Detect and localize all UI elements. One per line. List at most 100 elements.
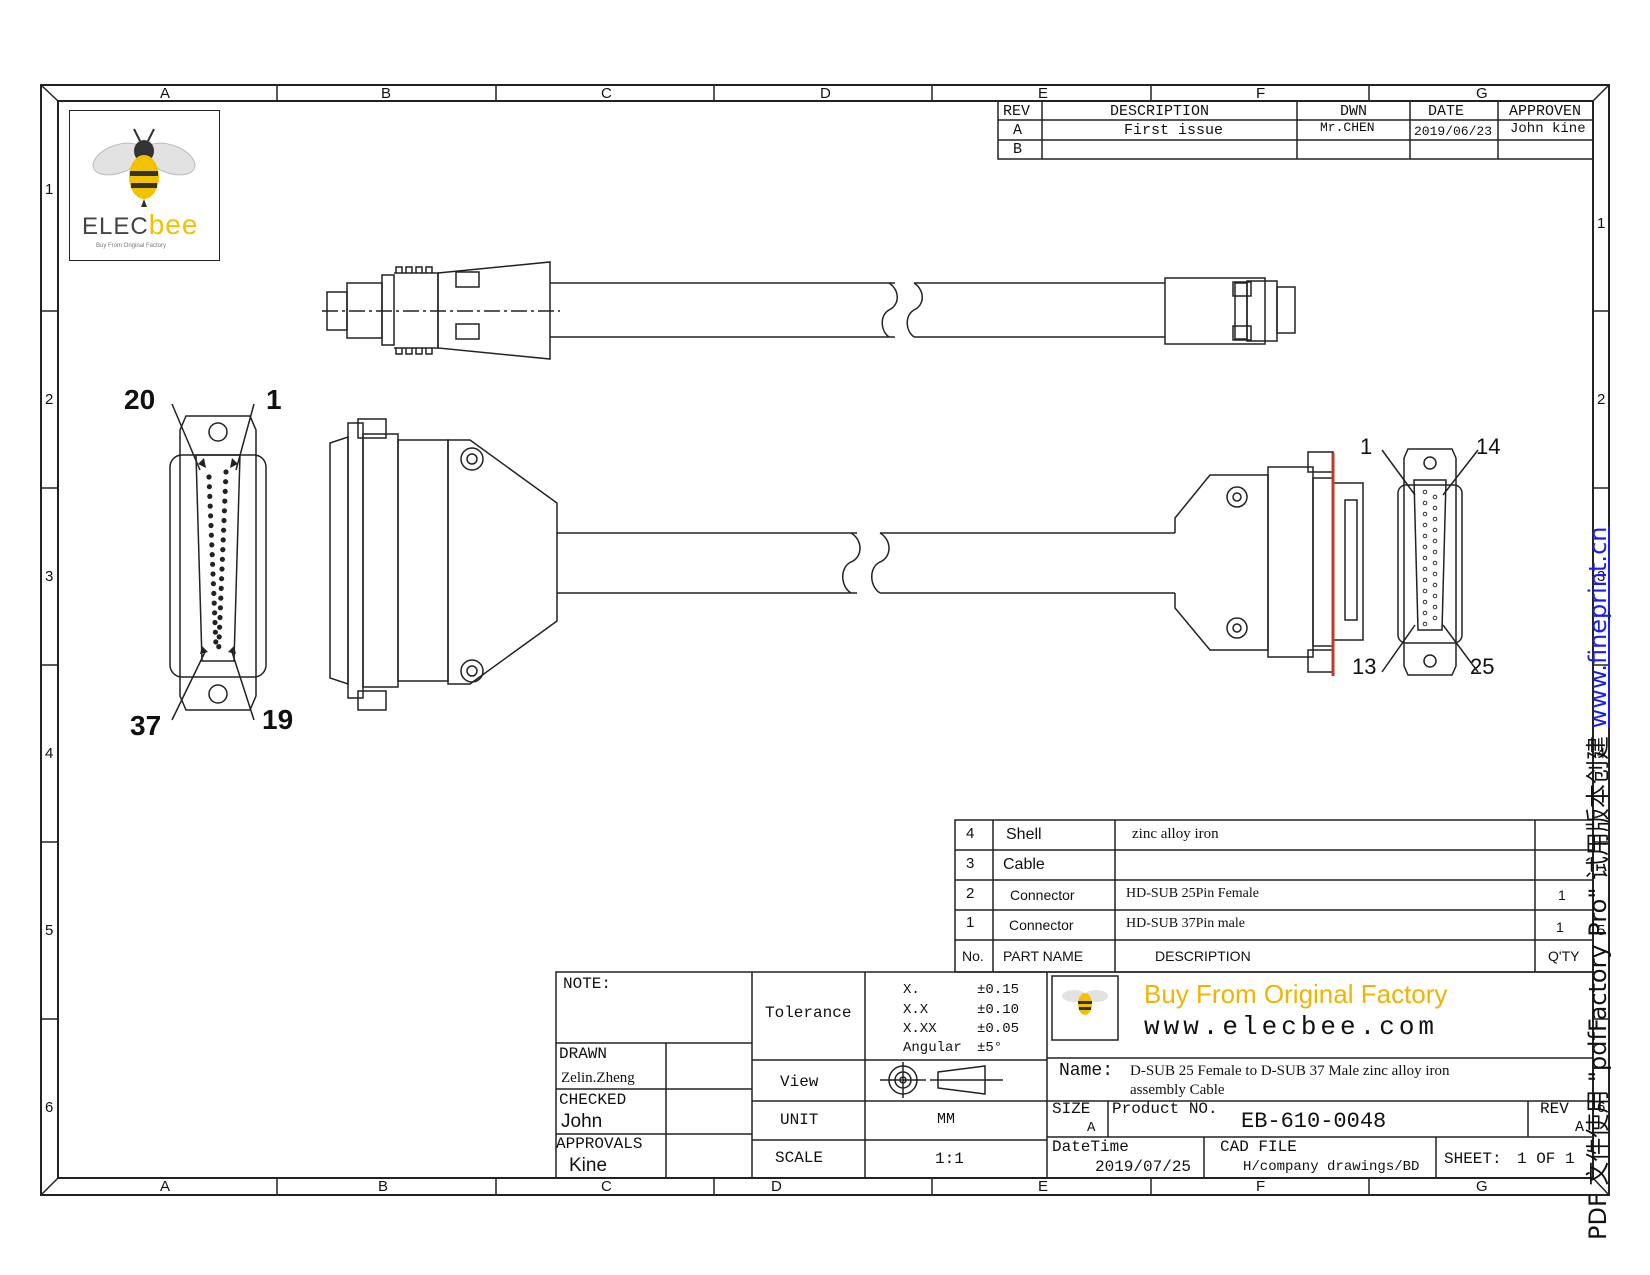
- logo-brand-left: ELEC: [82, 213, 149, 240]
- sheet-value: 1 OF 1: [1517, 1150, 1575, 1168]
- pin-dot: [223, 469, 229, 475]
- pin-dot: [1422, 522, 1428, 528]
- tolerance-value-2: ±0.05: [977, 1021, 1020, 1037]
- rev-header-description: DESCRIPTION: [1110, 103, 1210, 120]
- pin-dot: [207, 493, 213, 499]
- bom-part: Connector: [1009, 917, 1074, 933]
- pin-dot: [1432, 582, 1438, 588]
- zone-row-5-left: 5: [45, 922, 54, 939]
- pin-dot: [1432, 604, 1438, 610]
- pin-dot: [217, 624, 223, 630]
- pin-dot: [220, 537, 226, 543]
- pin-dot: [216, 644, 222, 650]
- pin-dot: [1422, 555, 1428, 561]
- rev-header-dwn: DWN: [1340, 103, 1368, 120]
- pin-dot: [1432, 494, 1438, 500]
- bom-header-no: No.: [962, 948, 984, 964]
- pin-label-37-top-right: 1: [266, 384, 282, 415]
- watermark-link[interactable]: www.fineprint.cn: [1584, 526, 1612, 729]
- pin-dot: [1422, 489, 1428, 495]
- pin-dot: [1422, 610, 1428, 616]
- pin-dot: [210, 581, 216, 587]
- pin-dot: [210, 571, 216, 577]
- pin-dot: [212, 619, 218, 626]
- bom-part: Shell: [1006, 826, 1042, 843]
- approvals-value: Kine: [569, 1155, 608, 1176]
- zone-col-g-top: G: [1476, 85, 1488, 102]
- pin-dot: [209, 552, 215, 558]
- rev-a-description: First issue: [1124, 122, 1224, 139]
- bom-header-part: PART NAME: [1003, 948, 1084, 964]
- website: www.elecbee.com: [1144, 1012, 1439, 1042]
- zone-col-e-top: E: [1038, 85, 1049, 102]
- tolerance-key-0: X.: [903, 982, 920, 998]
- rev-a-rev: A: [1013, 122, 1023, 139]
- rev-header-date: DATE: [1428, 103, 1465, 120]
- zone-row-6-left: 6: [45, 1099, 54, 1116]
- pin-dot: [223, 479, 229, 485]
- bom-desc: HD-SUB 37Pin male: [1126, 916, 1245, 931]
- pin-label-37-bottom-right: 19: [262, 704, 294, 735]
- unit-value: MM: [937, 1111, 956, 1128]
- pin-dot: [222, 488, 228, 494]
- rev-b-rev: B: [1013, 141, 1023, 158]
- pin-dot: [212, 629, 218, 635]
- rev-value: A: [1575, 1119, 1585, 1136]
- zone-row-1-right: 1: [1597, 215, 1606, 232]
- logo-brand-right: bee: [148, 209, 199, 240]
- tolerance-value-1: ±0.10: [977, 1002, 1020, 1018]
- pin-dot: [1432, 505, 1438, 511]
- pin-dot: [222, 498, 228, 504]
- bom-no: 4: [966, 825, 975, 842]
- zone-col-c-top: C: [601, 85, 612, 102]
- tolerance-key-1: X.X: [903, 1002, 929, 1018]
- rev-a-approven: John kine: [1510, 121, 1586, 137]
- zone-col-d-top: D: [820, 85, 831, 102]
- tolerance-value-0: ±0.15: [977, 982, 1020, 998]
- drawn-label: DRAWN: [559, 1045, 608, 1063]
- approvals-label: APPROVALS: [556, 1135, 643, 1153]
- pin-dot: [207, 503, 213, 509]
- pin-label-37-top-left: 20: [124, 384, 156, 415]
- zone-row-3-left: 3: [45, 568, 54, 585]
- scale-value: 1:1: [935, 1150, 964, 1168]
- checked-value: John: [561, 1111, 603, 1132]
- name-label: Name:: [1059, 1061, 1114, 1081]
- pins-37: [198, 458, 238, 654]
- pdf-watermark: PDF 文件使用 "pdfFactory Pro" 试用版本创建 www.fin…: [1578, 527, 1613, 1240]
- title-block: [555, 971, 1594, 1179]
- pin-dots-37: [206, 469, 229, 650]
- pin-dot: [1432, 538, 1438, 544]
- zone-col-b-top: B: [381, 85, 392, 102]
- bom-desc: zinc alloy iron: [1132, 826, 1219, 842]
- pin-label-25-top-left: 1: [1360, 434, 1373, 459]
- datetime-value: 2019/07/25: [1095, 1158, 1192, 1176]
- rev-header-rev: REV: [1003, 103, 1031, 120]
- cad-label: CAD FILE: [1220, 1138, 1297, 1156]
- pin-dot: [1432, 560, 1438, 566]
- name-line-2: assembly Cable: [1130, 1082, 1225, 1098]
- zone-row-4-right: 4: [1597, 745, 1606, 762]
- pin-label-25-bottom-left: 13: [1352, 654, 1377, 679]
- pin-dot: [208, 513, 214, 519]
- name-line-1: D-SUB 25 Female to D-SUB 37 Male zinc al…: [1130, 1063, 1450, 1079]
- pin-dot: [221, 508, 227, 514]
- zone-col-e-bottom: E: [1038, 1178, 1049, 1195]
- pin-dot: [221, 517, 227, 524]
- pin-dot: [1432, 527, 1438, 533]
- pin-dot: [220, 547, 226, 553]
- pin-dot: [208, 522, 214, 529]
- pin-dot: [216, 634, 222, 640]
- pin-dot: [219, 566, 225, 572]
- pin-dot: [217, 614, 223, 621]
- zone-row-2-right: 2: [1597, 391, 1606, 408]
- pin-dot: [218, 585, 224, 592]
- pin-dot: [219, 556, 225, 562]
- pin-dot: [1422, 599, 1428, 605]
- pin-dot: [206, 484, 212, 490]
- rev-label: REV: [1540, 1100, 1569, 1118]
- size-label: SIZE: [1052, 1100, 1091, 1118]
- pin-dot: [211, 590, 217, 597]
- bom-qty: 1: [1558, 887, 1566, 903]
- cable-top-view: [322, 261, 1296, 360]
